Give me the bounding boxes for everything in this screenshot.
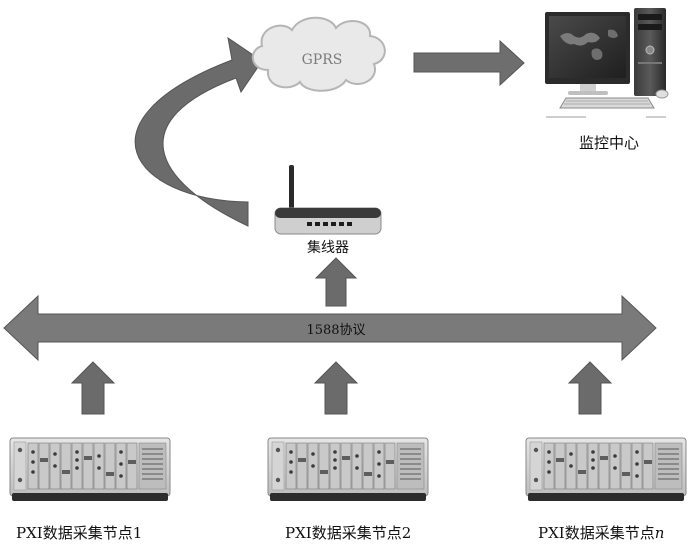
bus-to-hub-arrow (314, 257, 358, 307)
pxi-node-n-label-prefix: PXI数据采集节点 (538, 524, 655, 542)
hub-label: 集线器 (307, 240, 349, 256)
pxi-node-1-label: PXI数据采集节点1 (16, 524, 143, 542)
node-2-uplink-arrow (313, 361, 359, 415)
pxi-node-n-label-index: n (654, 524, 665, 542)
protocol-bus-arrow: 1588协议 (3, 294, 657, 362)
pxi-node-2-chassis-icon (267, 437, 429, 502)
pxi-node-n-label: PXI数据采集节点n (538, 522, 664, 543)
monitor-center-label: 监控中心 (579, 134, 640, 152)
hub-to-cloud-arrow (134, 36, 263, 227)
protocol-bus-label: 1588协议 (306, 323, 365, 338)
pxi-node-2-label: PXI数据采集节点2 (285, 524, 412, 542)
monitor-computer-icon (545, 8, 669, 118)
gprs-cloud: GPRS (252, 16, 386, 92)
node-1-uplink-arrow (70, 361, 116, 415)
hub-router-icon (274, 165, 382, 235)
cloud-to-center-arrow (413, 39, 525, 87)
node-n-uplink-arrow (567, 361, 613, 415)
pxi-node-1-chassis-icon (9, 437, 171, 502)
gprs-label: GPRS (302, 52, 343, 68)
pxi-node-n-chassis-icon (525, 437, 687, 502)
